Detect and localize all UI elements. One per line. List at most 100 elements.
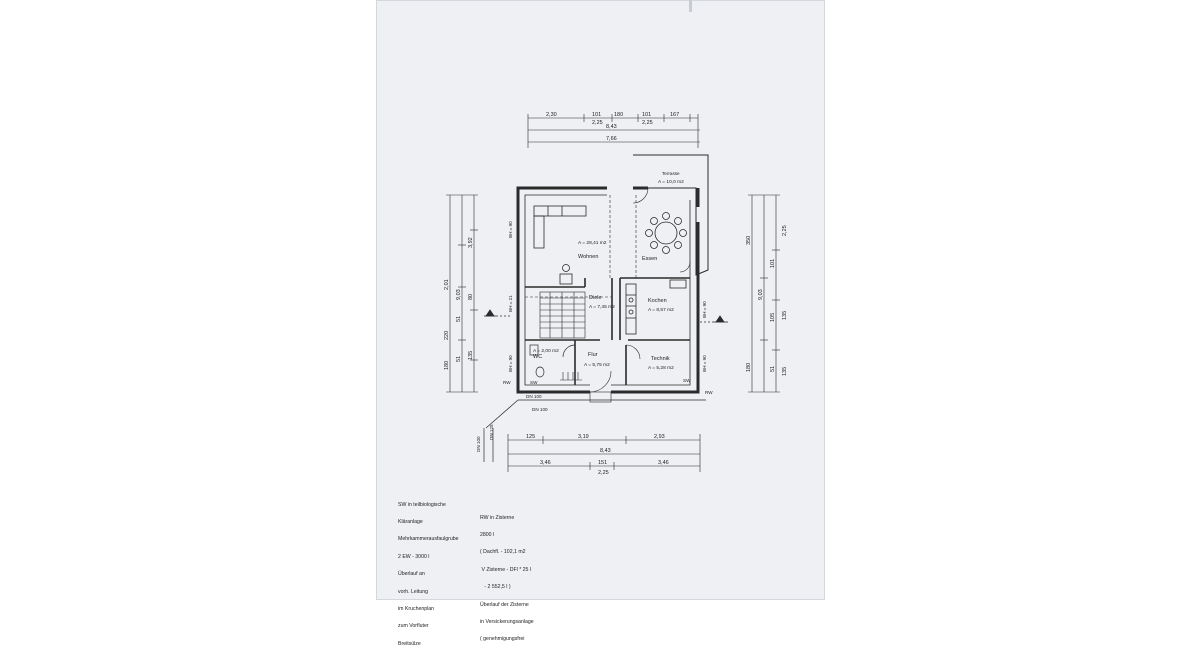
note-left-line: vorh. Leitung xyxy=(398,588,428,595)
note-left-line: SW in teilbiologische xyxy=(398,501,446,508)
right-dimension-text: 9,03 350 101 2,25 105 135 180 51 135 xyxy=(746,225,788,376)
dim-bottom-3: 2,93 xyxy=(654,434,665,440)
dim-left-6: 220 xyxy=(444,331,450,340)
dim-right-8: 51 xyxy=(770,366,776,372)
left-dimension-chains xyxy=(446,194,478,393)
dim-top-6: 2,25 xyxy=(592,120,603,126)
bh-label-wohnen: BH = 90 xyxy=(508,221,513,238)
pipe-label-3: DN 100 xyxy=(476,436,481,452)
exterior-walls xyxy=(516,186,700,394)
note-right-line: - 2 552,5 l ) xyxy=(480,584,511,591)
dim-left-4: 51 xyxy=(456,316,462,322)
dim-right-1: 9,03 xyxy=(758,289,764,300)
paper-sheet xyxy=(376,0,825,600)
dim-bottom-2: 3,19 xyxy=(578,434,589,440)
note-right-line: RW in Zisterne xyxy=(480,514,515,521)
dashed-room-separation xyxy=(525,195,637,298)
top-dimension-chains xyxy=(527,114,700,148)
room-name-terrasse: Terrasse xyxy=(662,171,680,176)
dim-bottom-1: 125 xyxy=(526,434,535,440)
dim-right-6: 135 xyxy=(782,311,788,320)
stove xyxy=(559,264,573,285)
staircase xyxy=(539,291,586,339)
left-dimension-text: 9,03 3,92 2,01 51 80 220 180 51 135 xyxy=(444,237,474,370)
room-area-wohnen: A = 28,41 m2 xyxy=(578,240,607,246)
right-dimension-chains xyxy=(748,194,780,393)
entrance-door xyxy=(589,370,612,403)
dim-left-1: 9,03 xyxy=(456,289,462,300)
section-marker-left xyxy=(484,309,512,317)
dim-top-total: 8,43 xyxy=(606,124,617,130)
pipe-label-2: DN 100 xyxy=(532,407,548,412)
top-dimension-text: 2,30 101 180 101 167 2,25 2,25 8,43 7,66 xyxy=(546,112,679,142)
terrace-door xyxy=(632,187,691,273)
kitchen-counter xyxy=(625,279,687,335)
room-name-essen: Essen xyxy=(642,256,657,262)
dim-top-1: 2,30 xyxy=(546,112,557,118)
dim-top-5: 167 xyxy=(670,112,679,118)
dim-top-2: 101 xyxy=(592,112,601,118)
bottom-dimension-text: 125 3,19 2,93 8,43 3,46 151 3,46 2,25 xyxy=(526,434,669,476)
dim-left-9: 135 xyxy=(468,351,474,360)
room-area-kochen: A = 8,57 m2 xyxy=(648,307,674,313)
room-name-wc: WC xyxy=(533,354,542,360)
sofa xyxy=(533,205,587,249)
dim-bottom-6: 3,46 xyxy=(658,460,669,466)
bh-label-diele: BH = 21 xyxy=(508,295,513,312)
section-marker-right xyxy=(700,315,728,323)
dim-right-5: 105 xyxy=(770,313,776,322)
rw-label-left: RW xyxy=(503,380,511,385)
room-labels: Terrasse A = 10,0 m2 A = 28,41 m2 Wohnen… xyxy=(533,171,684,371)
note-right-line: Überlauf der Zisterne xyxy=(480,601,529,608)
room-name-wohnen: Wohnen xyxy=(578,254,598,260)
wc-fixtures xyxy=(529,344,576,378)
note-left-line: zum Vorfluter xyxy=(398,623,429,630)
wall-annotations: BH = 90 BH = 21 BH = 90 BH = 90 BH = 90 … xyxy=(476,221,713,452)
dim-right-3: 101 xyxy=(770,259,776,268)
dim-top-3: 180 xyxy=(614,112,623,118)
bh-label-technik: BH = 90 xyxy=(702,355,707,372)
room-area-terrasse: A = 10,0 m2 xyxy=(658,179,684,185)
note-left-line: Überlauf an xyxy=(398,571,425,578)
dim-left-8: 51 xyxy=(456,356,462,362)
dim-top-4: 101 xyxy=(642,112,651,118)
room-name-diele: Diele xyxy=(589,295,602,301)
dim-top-7: 2,25 xyxy=(642,120,653,126)
note-right-line: ( Dachfl. - 102,1 m2 xyxy=(480,549,526,556)
bh-label-wc: BH = 90 xyxy=(508,355,513,372)
rainwater-note: RW in Zisterne 2800 l ( Dachfl. - 102,1 … xyxy=(480,504,534,649)
note-right-line: ( genehmigungsfrei xyxy=(480,636,525,643)
sw-label-wc: SW xyxy=(530,380,538,385)
note-left-line: Kläranlage xyxy=(398,518,423,525)
terrace-outline xyxy=(633,154,709,276)
dim-right-7: 180 xyxy=(746,363,752,372)
note-left-line: im Kruchenplan xyxy=(398,605,435,612)
note-right-line: 2800 l xyxy=(480,531,495,538)
dim-left-3: 2,01 xyxy=(444,279,450,290)
bottom-dimension-chains xyxy=(507,434,701,472)
dim-left-2: 3,92 xyxy=(468,237,474,248)
sw-label-technik: SW xyxy=(683,378,691,383)
note-left-line: Mehrkammerausfaulgrube xyxy=(398,536,459,543)
note-left-line: 2 EW - 3000 l xyxy=(398,553,430,560)
wastewater-note: SW in teilbiologische Kläranlage Mehrkam… xyxy=(398,491,459,653)
dim-right-2: 350 xyxy=(746,236,752,245)
dim-left-7: 180 xyxy=(444,361,450,370)
dim-bottom-5: 151 xyxy=(598,460,607,466)
room-name-kochen: Kochen xyxy=(648,298,667,304)
room-area-diele: A = 7,45 m2 xyxy=(589,304,615,310)
floor-plan-drawing: Terrasse A = 10,0 m2 A = 28,41 m2 Wohnen… xyxy=(444,112,788,476)
room-name-flur: Flur xyxy=(588,352,598,358)
dim-top-sub: 7,66 xyxy=(606,136,617,142)
interior-walls xyxy=(525,277,690,385)
dim-right-9: 135 xyxy=(782,367,788,376)
drainage-lines xyxy=(483,399,706,462)
room-area-flur: A = 5,75 m2 xyxy=(584,362,610,368)
room-name-technik: Technik xyxy=(651,356,670,362)
note-right-line: V Zisterne - DFl * 25 l xyxy=(480,566,532,573)
bh-label-kochen: BH = 90 xyxy=(702,301,707,318)
dining-table xyxy=(645,212,687,254)
note-right-line: in Versickerungsanlage xyxy=(480,618,534,625)
paper-fold-mark xyxy=(689,0,692,12)
pipe-label-4: DN 125 xyxy=(489,424,494,440)
